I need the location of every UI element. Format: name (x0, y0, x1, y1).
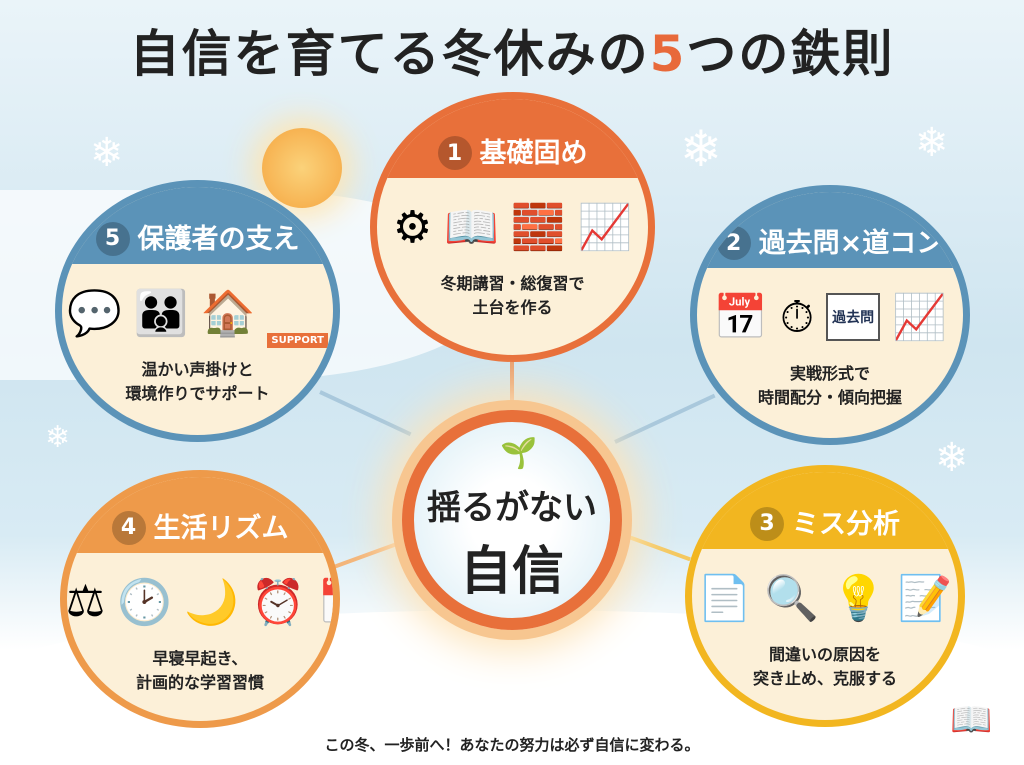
illustration-icon: 🧱 (510, 202, 566, 254)
snowflake-icon: ❄ (935, 435, 969, 481)
step-number-badge: 5 (95, 221, 130, 256)
snowflake-icon: ❄ (45, 420, 71, 455)
card-illustration: 📄🔍💡📝 (692, 563, 958, 633)
illustration-icon: 🌙 (183, 576, 239, 628)
rule-card-3-mistake-analysis: 3 ミス分析 📄🔍💡📝 間違いの原因を突き止め、克服する (685, 465, 965, 727)
sprout-icon: 🌱 (500, 436, 538, 471)
support-banner: SUPPORT (267, 332, 328, 348)
card-description: 冬期講習・総復習で土台を作る (440, 274, 585, 318)
open-book-icon: 📖 (950, 700, 993, 740)
step-number-badge: 3 (750, 506, 784, 541)
card-title: 基礎固め (479, 138, 588, 170)
illustration-icon: 📈 (577, 202, 633, 254)
illustration-icon: 🔍 (764, 572, 819, 624)
illustration-icon: ⚙ (392, 201, 433, 253)
connector-line (614, 393, 716, 444)
footer-message: この冬、一歩前へ！あなたの努力は必ず自信に変わる。 (324, 736, 700, 754)
illustration-icon: 📄 (697, 572, 753, 624)
card-header: 4 生活リズム (67, 477, 333, 553)
card-illustration: SleepStudy⚖🕑🌙⏰📅 (67, 567, 333, 637)
rule-card-4-life-rhythm: 4 生活リズム SleepStudy⚖🕑🌙⏰📅 早寝早起き、計画的な学習習慣 (60, 470, 340, 728)
card-title: ミス分析 (792, 508, 900, 540)
snowflake-icon: ❄ (915, 120, 949, 166)
rule-card-5-parent-support: 5 保護者の支え 💬👪🏠 SUPPORT 温かい声掛けと環境作りでサポート (55, 180, 340, 442)
snowflake-icon: ❄ (680, 120, 722, 178)
connector-line (614, 530, 691, 562)
card-header: 3 ミス分析 (692, 472, 958, 549)
card-illustration: ⚙📖🧱📈 (377, 192, 648, 262)
card-description: 温かい声掛けと環境作りでサポート (125, 359, 270, 403)
rule-card-2-past-exams: 2 過去問×道コン 📅⏱過去問📈 実戦形式で時間配分・傾向把握 (690, 185, 970, 445)
step-number-badge: 4 (111, 510, 146, 545)
central-goal-line2: 自信 (459, 542, 564, 602)
card-title: 保護者の支え (137, 223, 300, 255)
illustration-icon: 🏠 (200, 287, 256, 339)
illustration-icon: 📅 (713, 292, 768, 344)
card-title: 過去問×道コン (758, 228, 944, 260)
illustration-icon: 💬 (67, 287, 122, 339)
illustration-icon: 📅 (318, 576, 333, 628)
step-number-badge: 2 (716, 226, 751, 261)
illustration-icon: 👪 (133, 287, 189, 339)
card-illustration: 💬👪🏠 SUPPORT (62, 278, 333, 348)
card-header: 2 過去問×道コン (697, 192, 963, 269)
central-goal: 🌱 揺るがない 自信 (402, 410, 622, 630)
central-goal-line1: 揺るがない (427, 488, 597, 528)
card-description: 実戦形式で時間配分・傾向把握 (757, 364, 902, 408)
rule-card-1-basics: 1 基礎固め ⚙📖🧱📈 冬期講習・総復習で土台を作る (370, 92, 655, 362)
illustration-icon: ⏱ (779, 291, 815, 343)
illustration-icon: 🕑 (117, 576, 172, 628)
card-description: 間違いの原因を突き止め、克服する (752, 644, 897, 688)
illustration-icon: 📖 (444, 202, 499, 254)
illustration-icon: 📈 (892, 292, 947, 344)
step-number-badge: 1 (437, 136, 472, 171)
illustration-icon: 💡 (831, 572, 886, 624)
card-title: 生活リズム (153, 512, 289, 544)
sun-icon (262, 128, 342, 208)
illustration-icon: 📝 (897, 572, 953, 624)
illustration-icon: ⚖ (65, 576, 106, 628)
snowflake-icon: ❄ (90, 130, 124, 176)
card-illustration: 📅⏱過去問📈 (697, 282, 963, 352)
page-title: 自信を育てる冬休みの5つの鉄則 (129, 25, 895, 83)
illustration-icon: 過去問 (826, 293, 881, 342)
connector-line (319, 390, 412, 437)
connector-line (510, 362, 514, 417)
card-description: 早寝早起き、計画的な学習習慣 (135, 648, 264, 692)
illustration-icon: ⏰ (250, 576, 306, 628)
card-header: 1 基礎固め (377, 99, 648, 179)
